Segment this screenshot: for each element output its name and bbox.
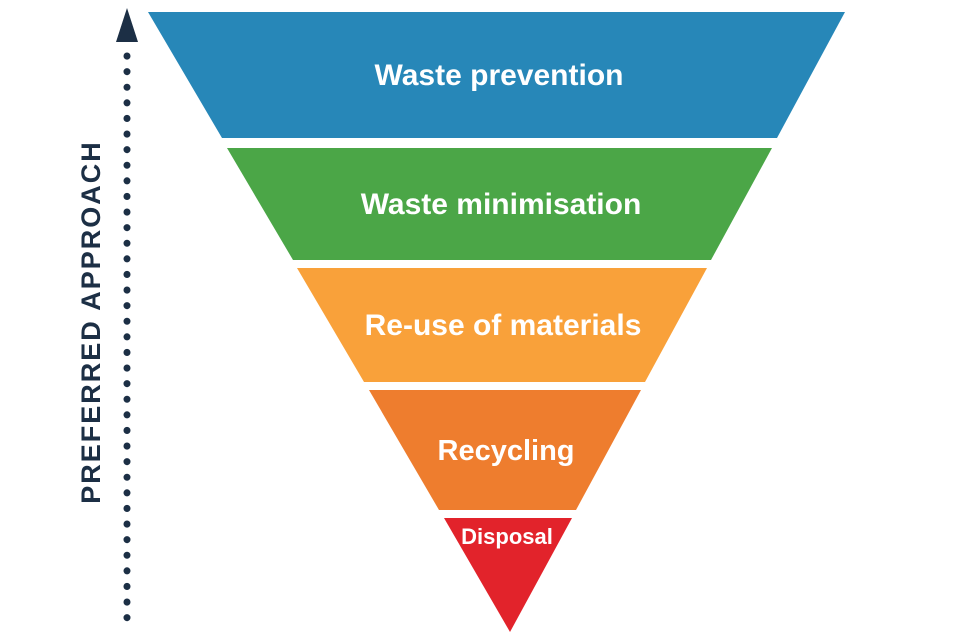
label-disposal: Disposal [461,524,553,549]
funnel-level-waste-prevention [148,12,845,138]
funnel-level-waste-minimisation [227,148,772,260]
label-waste-prevention: Waste prevention [375,59,624,92]
label-waste-minimisation: Waste minimisation [361,188,642,221]
funnel-level-recycling [369,390,641,510]
label-recycling: Recycling [438,435,575,467]
preferred-approach-label: PREFERRED APPROACH [76,140,106,504]
funnel-level-disposal [444,518,572,632]
funnel-level-reuse-of-materials [297,268,707,382]
up-arrow-icon [116,8,138,42]
label-reuse-of-materials: Re-use of materials [365,309,642,342]
